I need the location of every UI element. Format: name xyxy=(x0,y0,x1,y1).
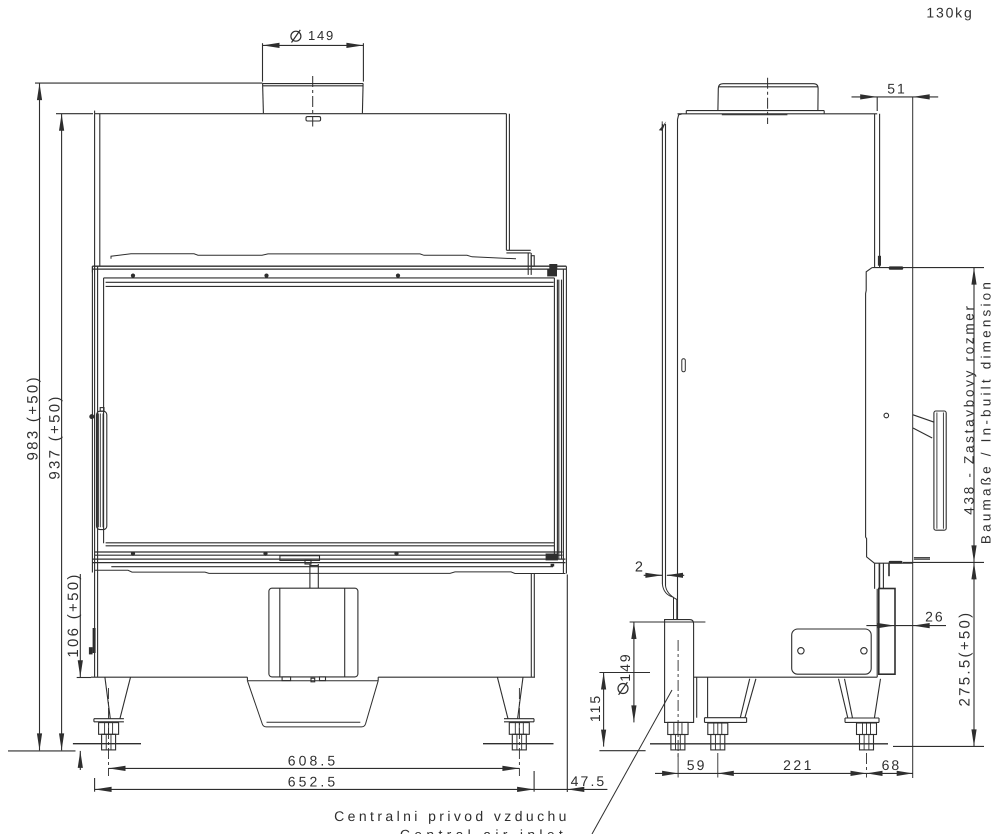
svg-text:59: 59 xyxy=(687,757,707,773)
svg-text:130kg: 130kg xyxy=(926,5,973,21)
svg-text:275.5(+50): 275.5(+50) xyxy=(957,611,974,707)
svg-text:2: 2 xyxy=(635,560,643,576)
svg-text:983 (+50): 983 (+50) xyxy=(24,375,41,460)
svg-text:Central air inlet: Central air inlet xyxy=(400,827,567,834)
svg-text:51: 51 xyxy=(887,81,907,97)
svg-text:438 - Zastavbovy rozmer: 438 - Zastavbovy rozmer xyxy=(962,303,977,514)
svg-text:Centralni privod vzduchu: Centralni privod vzduchu xyxy=(334,808,570,824)
svg-text:937 (+50): 937 (+50) xyxy=(46,394,63,479)
svg-text:221: 221 xyxy=(783,757,814,773)
svg-text:115: 115 xyxy=(587,694,603,722)
svg-text:608.5: 608.5 xyxy=(288,753,339,769)
svg-text:Baumaße / In-built dimension: Baumaße / In-built dimension xyxy=(979,279,994,544)
svg-text:47.5: 47.5 xyxy=(571,773,607,789)
svg-text:149: 149 xyxy=(617,652,633,681)
svg-text:106 (+50): 106 (+50) xyxy=(65,572,82,657)
svg-text:26: 26 xyxy=(925,609,945,625)
svg-text:652.5: 652.5 xyxy=(288,774,339,790)
svg-text:68: 68 xyxy=(882,757,902,773)
svg-text:149: 149 xyxy=(308,28,335,43)
